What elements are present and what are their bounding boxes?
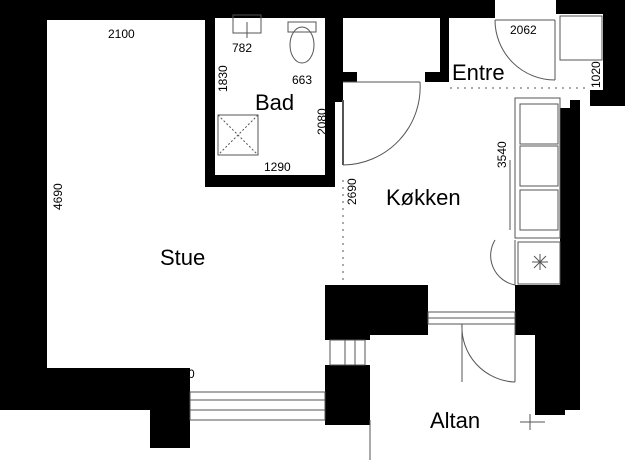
- dimension-stue-depth: 4690: [51, 183, 65, 210]
- room-label-kokken: Køkken: [386, 185, 461, 210]
- room-label-entre: Entre: [452, 60, 505, 85]
- room-label-bad: Bad: [255, 90, 294, 115]
- dimension-stue-width-top: 2100: [108, 27, 135, 41]
- dimension-bad-fixture-782: 782: [232, 41, 252, 55]
- room-label-altan: Altan: [430, 408, 480, 433]
- dimension-bad-fixture-663: 663: [292, 73, 312, 87]
- dimension-stue-width-bottom: 3730: [168, 367, 195, 381]
- dimension-kitchen-counter: 3540: [495, 141, 509, 168]
- dimension-entre-width: 2062: [510, 23, 537, 37]
- dimension-entre-depth: 1020: [589, 61, 603, 88]
- dimension-bad-width: 1290: [264, 160, 291, 174]
- walls: [0, 0, 625, 448]
- dimension-bad-depth: 1830: [216, 65, 230, 92]
- room-label-stue: Stue: [160, 245, 205, 270]
- fixtures: [189, 14, 603, 460]
- dimension-kitchen-opening: 2690: [345, 178, 359, 205]
- dimension-bad-door-wall: 2080: [315, 108, 329, 135]
